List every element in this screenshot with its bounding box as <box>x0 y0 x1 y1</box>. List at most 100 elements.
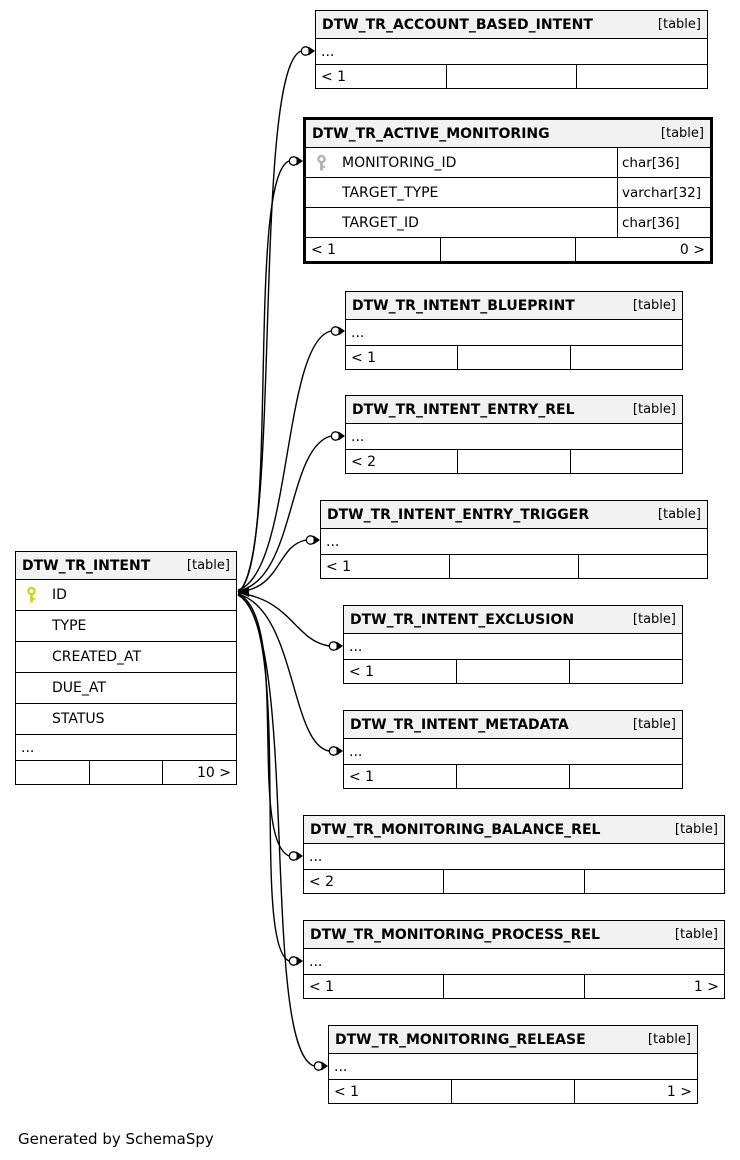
footer-cell <box>443 975 583 998</box>
table-header: DTW_TR_INTENT_EXCLUSION [table] <box>344 606 682 633</box>
table-footer: < 2 <box>304 869 724 893</box>
arrowhead-icon <box>296 156 303 166</box>
arrowhead-icon <box>313 535 320 545</box>
entity-dtw-tr-monitoring-process-rel: DTW_TR_MONITORING_PROCESS_REL [table] ..… <box>303 920 725 999</box>
zero-circle-icon <box>328 641 339 651</box>
table-header: DTW_TR_INTENT_BLUEPRINT [table] <box>346 292 682 319</box>
column-row-status: STATUS <box>16 703 236 734</box>
entity-dtw-tr-intent-entry-trigger: DTW_TR_INTENT_ENTRY_TRIGGER [table] ... … <box>320 500 708 579</box>
table-tag: [table] <box>674 822 718 837</box>
column-type: varchar[32] <box>617 178 710 207</box>
more-columns-ellipsis: ... <box>304 948 724 974</box>
column-row-monitoring-id: MONITORING_ID char[36] <box>306 147 710 177</box>
footer-cell <box>569 765 682 788</box>
table-name-link[interactable]: DTW_TR_INTENT_ENTRY_REL <box>352 401 575 418</box>
arrowhead-icon <box>296 851 303 861</box>
column-row-id: ID <box>16 579 236 610</box>
table-tag: [table] <box>657 507 701 522</box>
relationship-line <box>237 539 307 593</box>
zero-circle-icon <box>288 851 299 861</box>
table-name-link[interactable]: DTW_TR_MONITORING_RELEASE <box>335 1031 586 1048</box>
more-columns-ellipsis: ... <box>321 528 707 554</box>
footer-cell <box>578 555 707 578</box>
table-footer: < 1 0 > <box>306 237 710 261</box>
table-tag: [table] <box>674 927 718 942</box>
entity-dtw-tr-active-monitoring: DTW_TR_ACTIVE_MONITORING [table] MONITOR… <box>303 117 713 264</box>
table-footer: < 2 <box>346 449 682 473</box>
relationship-line <box>237 594 315 1067</box>
zero-circle-icon <box>328 746 339 756</box>
column-name: CREATED_AT <box>52 649 142 665</box>
more-columns-ellipsis: ... <box>16 734 236 760</box>
footer-cell-parents-count: < 1 <box>326 558 352 575</box>
table-header: DTW_TR_INTENT_ENTRY_TRIGGER [table] <box>321 501 707 528</box>
column-name: TARGET_ID <box>342 214 419 231</box>
zero-circle-icon <box>300 46 311 56</box>
footer-cell <box>456 765 569 788</box>
column-type: char[36] <box>617 208 710 237</box>
table-name-link[interactable]: DTW_TR_INTENT_METADATA <box>350 716 569 733</box>
zero-circle-icon <box>330 431 341 441</box>
footer-cell-children-count: 0 > <box>575 238 710 261</box>
footer-cell <box>576 65 707 88</box>
relationship-line <box>237 592 330 647</box>
zero-circle-icon <box>305 535 316 545</box>
table-footer: < 1 <box>346 345 682 369</box>
footer-cell <box>445 65 577 88</box>
table-tag: [table] <box>632 402 676 417</box>
table-name-link[interactable]: DTW_TR_ACCOUNT_BASED_INTENT <box>322 16 593 33</box>
footer-cell <box>583 870 724 893</box>
relationship-line <box>237 160 290 593</box>
table-footer: 10 > <box>16 760 236 784</box>
arrowhead-icon <box>321 1061 328 1071</box>
footer-cell-parents-count: < 1 <box>311 241 337 258</box>
primary-key-icon <box>25 586 38 604</box>
entity-dtw-tr-intent-exclusion: DTW_TR_INTENT_EXCLUSION [table] ... < 1 <box>343 605 683 684</box>
table-header: DTW_TR_INTENT_ENTRY_REL [table] <box>346 396 682 423</box>
column-row-type: TYPE <box>16 610 236 641</box>
column-name: ID <box>52 587 67 603</box>
table-tag: [table] <box>660 126 704 141</box>
table-header: DTW_TR_ACTIVE_MONITORING [table] <box>306 120 710 147</box>
footer-cell-parents-count: < 1 <box>349 768 375 785</box>
table-tag: [table] <box>632 612 676 627</box>
table-name-link[interactable]: DTW_TR_INTENT_BLUEPRINT <box>352 297 575 314</box>
column-name: STATUS <box>52 711 105 727</box>
table-name-link[interactable]: DTW_TR_INTENT_ENTRY_TRIGGER <box>327 506 590 523</box>
relationship-lines <box>237 50 332 1067</box>
table-tag: [table] <box>657 17 701 32</box>
footer-cell-children-count: 1 > <box>583 975 724 998</box>
footer-cell <box>456 660 569 683</box>
footer-cell-parents-count: < 2 <box>309 873 335 890</box>
arrowhead-icon <box>336 746 343 756</box>
footer-cell <box>457 450 569 473</box>
footer-cell <box>443 870 583 893</box>
footer-cell-parents-count: < 1 <box>351 349 377 366</box>
table-name-link[interactable]: DTW_TR_INTENT_EXCLUSION <box>350 611 575 628</box>
table-footer: < 1 <box>344 764 682 788</box>
table-header: DTW_TR_MONITORING_RELEASE [table] <box>329 1026 697 1053</box>
footer-cell <box>449 555 578 578</box>
zero-circle-icon <box>313 1061 324 1071</box>
relationship-line <box>237 50 302 593</box>
table-name-link[interactable]: DTW_TR_MONITORING_PROCESS_REL <box>310 926 600 943</box>
cardinality-markers <box>288 46 345 1071</box>
more-columns-ellipsis: ... <box>346 319 682 345</box>
entity-dtw-tr-monitoring-balance-rel: DTW_TR_MONITORING_BALANCE_REL [table] ..… <box>303 815 725 894</box>
table-header: DTW_TR_INTENT_METADATA [table] <box>344 711 682 738</box>
table-name-link[interactable]: DTW_TR_INTENT <box>22 557 151 574</box>
arrowhead-icon <box>338 326 345 336</box>
table-footer: < 1 <box>316 64 707 88</box>
table-header: DTW_TR_INTENT [table] <box>16 552 236 579</box>
entity-dtw-tr-intent: DTW_TR_INTENT [table] ID TYPE CREATED_AT… <box>15 551 237 785</box>
footer-cell-children-count: 1 > <box>574 1080 697 1103</box>
primary-key-icon <box>315 154 328 171</box>
arrowhead-icon <box>338 431 345 441</box>
table-header: DTW_TR_ACCOUNT_BASED_INTENT [table] <box>316 11 707 38</box>
footer-cell <box>569 450 682 473</box>
more-columns-ellipsis: ... <box>304 843 724 869</box>
table-name-link[interactable]: DTW_TR_ACTIVE_MONITORING <box>312 125 550 142</box>
footer-cell-parents-count: < 1 <box>321 68 347 85</box>
table-name-link[interactable]: DTW_TR_MONITORING_BALANCE_REL <box>310 821 601 838</box>
arrowhead-icon <box>308 46 315 56</box>
